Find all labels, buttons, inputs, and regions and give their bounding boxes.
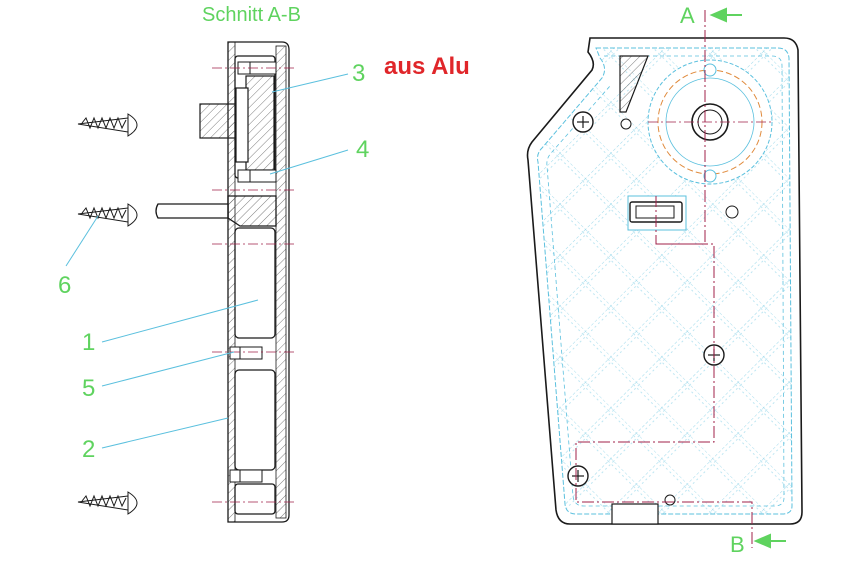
section-centerlines — [212, 67, 296, 503]
part-label-1: 1 — [82, 329, 95, 356]
switch-slot — [627, 195, 687, 231]
triangle-cutout — [619, 55, 649, 113]
arrow-b — [753, 533, 786, 549]
alu-insert — [199, 75, 275, 171]
small-marker-bottom — [664, 494, 676, 506]
wood-screw-bottom — [77, 491, 138, 515]
part-label-3: 3 — [352, 60, 365, 87]
arrow-a — [709, 7, 742, 23]
screw-head-top-left — [572, 111, 594, 133]
section-cut-line — [575, 10, 753, 548]
section-mark-a: A — [680, 3, 695, 28]
section-view: Schnitt A-B — [58, 4, 470, 523]
material-note: aus Alu — [384, 53, 470, 80]
small-hole-right — [725, 205, 739, 219]
leader-lines — [65, 73, 349, 449]
small-screws — [229, 61, 277, 483]
wood-screw-middle — [77, 203, 138, 227]
part-label-4: 4 — [356, 136, 369, 163]
screw-head-bottom-left — [567, 465, 589, 487]
part-label-5: 5 — [82, 375, 95, 402]
section-title: Schnitt A-B — [202, 4, 301, 26]
front-view: A B — [526, 3, 803, 557]
part-label-6: 6 — [58, 272, 71, 299]
part-label-2: 2 — [82, 436, 95, 463]
bottom-tab — [611, 503, 659, 525]
wood-screw-top — [77, 113, 138, 137]
small-hole-left — [620, 118, 632, 130]
section-mark-b: B — [730, 532, 745, 557]
